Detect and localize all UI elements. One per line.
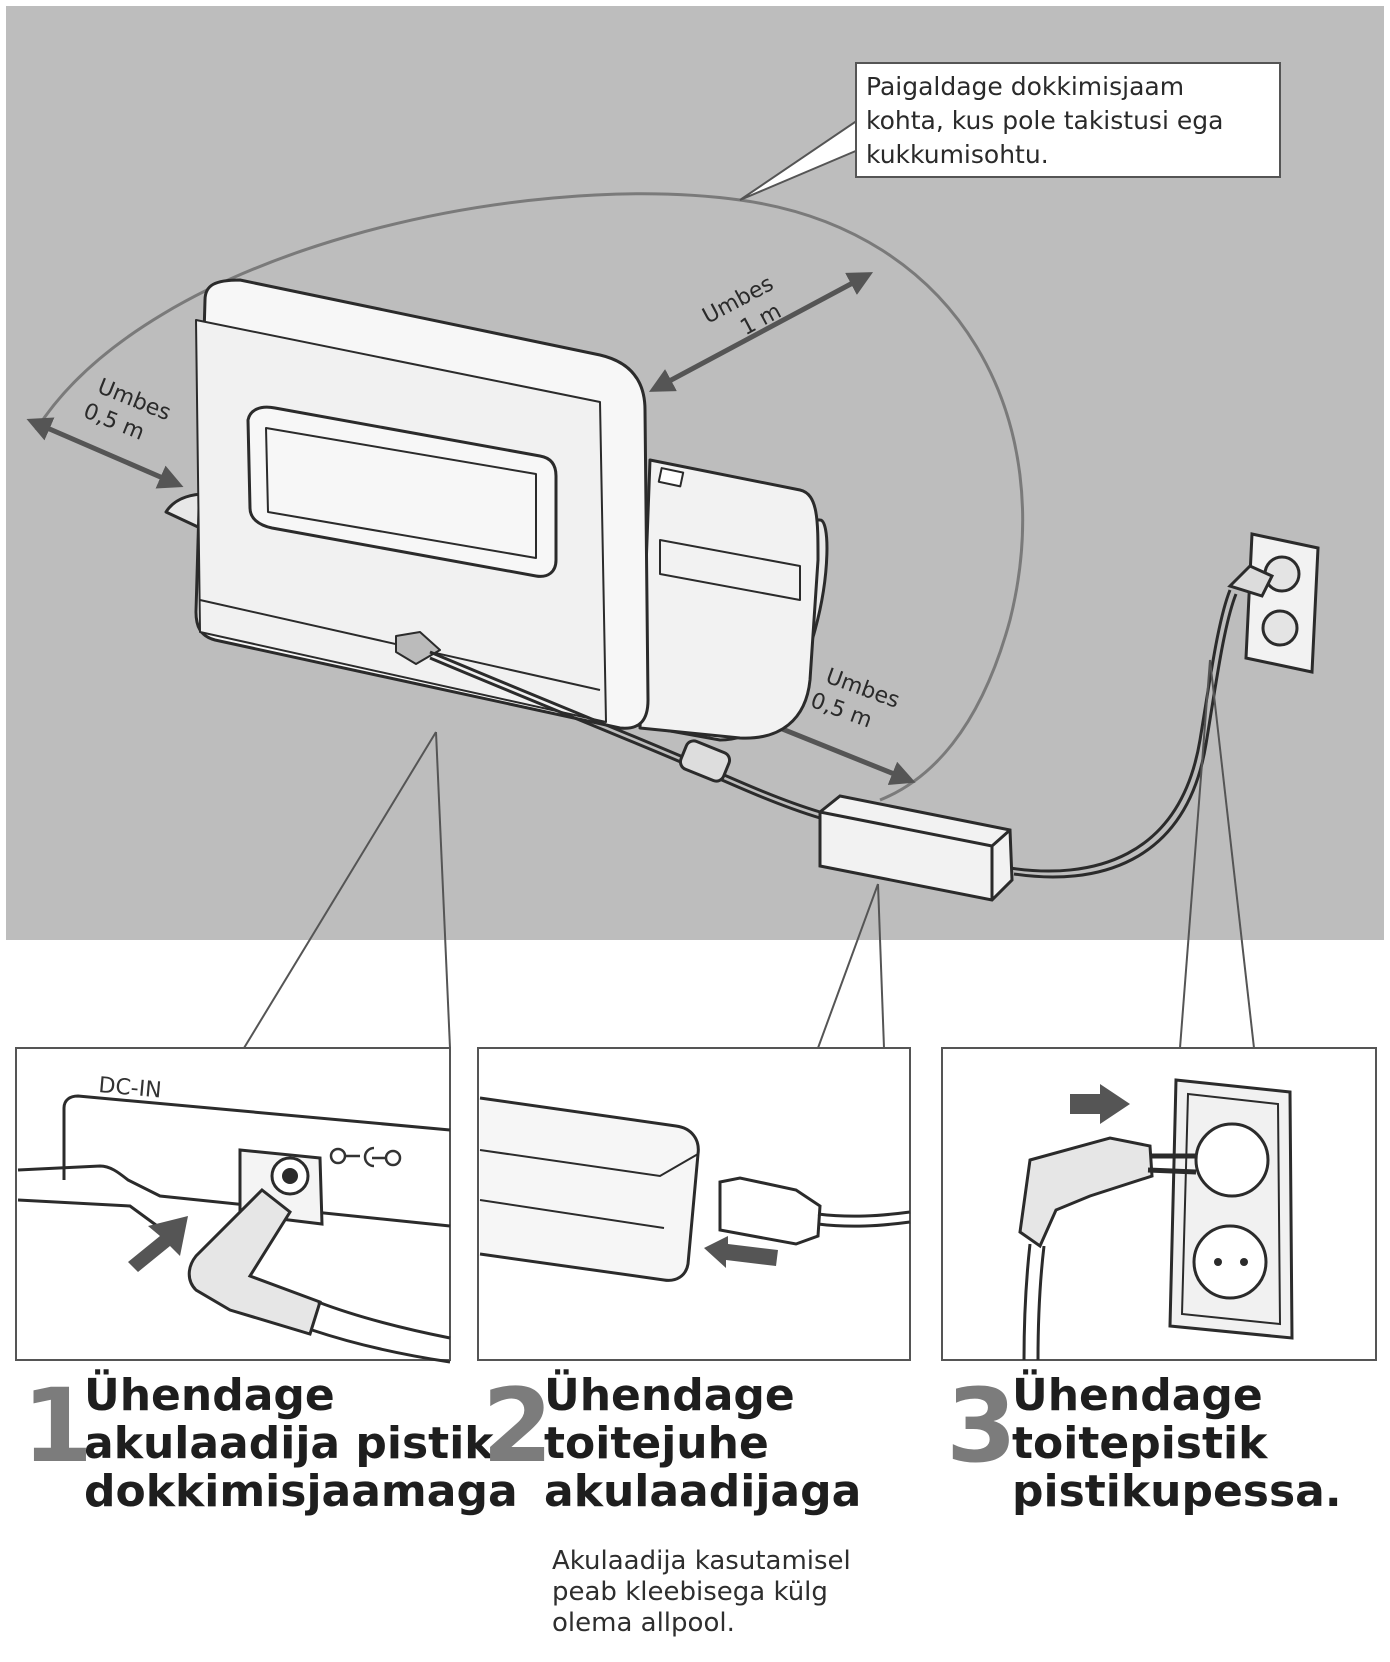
step-1-line-2: akulaadija pistik	[84, 1418, 494, 1469]
leader-lines	[243, 659, 1255, 1049]
charger-orientation-note: Akulaadija kasutamisel peab kleebisega k…	[552, 1546, 851, 1639]
step-3-line-1: Ühendage	[1012, 1370, 1263, 1421]
note-line-3: olema allpool.	[552, 1608, 735, 1638]
step-2-line-1: Ühendage	[544, 1370, 795, 1421]
note-line-1: Akulaadija kasutamisel	[552, 1546, 851, 1576]
step-2-line-3: akulaadijaga	[544, 1466, 862, 1517]
callout: Paigaldage dokkimisjaam kohta, kus pole …	[739, 62, 1281, 201]
step-1-line-3: dokkimisjaamaga	[84, 1466, 518, 1517]
panel-1: DC-IN	[15, 1047, 451, 1364]
step-1-text: Ühendage akulaadija pistik dokkimisjaama…	[84, 1372, 518, 1516]
step-3-number: 3	[946, 1367, 1017, 1486]
panel-2	[477, 1047, 911, 1361]
distance-arrow-left	[26, 417, 184, 489]
callout-line-2: kohta, kus pole takistusi ega	[866, 106, 1223, 135]
wall-socket	[1227, 532, 1320, 674]
step-3: 3 Ühendage toitepistik pistikupessa.	[946, 1372, 1376, 1572]
charger-adapter	[818, 794, 1014, 902]
insert-arrow-3	[1070, 1084, 1130, 1124]
step-3-text: Ühendage toitepistik pistikupessa.	[1012, 1372, 1342, 1516]
docking-station	[164, 278, 829, 742]
step-1-number: 1	[22, 1367, 93, 1486]
dc-in-label: DC-IN	[97, 1073, 162, 1103]
insert-arrow-1	[128, 1216, 188, 1272]
note-line-2: peab kleebisega külg	[552, 1577, 828, 1607]
step-2: 2 Ühendage toitejuhe akulaadijaga	[482, 1372, 902, 1572]
step-1: 1 Ühendage akulaadija pistik dokkimisjaa…	[22, 1367, 518, 1572]
clearance-arc	[34, 192, 1025, 802]
step-3-line-3: pistikupessa.	[1012, 1466, 1342, 1517]
wall-plug	[1018, 1136, 1154, 1249]
step-3-line-2: toitepistik	[1012, 1418, 1268, 1469]
callout-line-3: kukkumisohtu.	[866, 140, 1049, 169]
distance-arrow-top	[648, 272, 874, 392]
step-2-text: Ühendage toitejuhe akulaadijaga	[544, 1372, 861, 1516]
dc-plug	[187, 1187, 322, 1336]
panel-3	[941, 1047, 1377, 1361]
step-1-line-1: Ühendage	[84, 1370, 335, 1421]
dc-polarity-icon	[329, 1146, 402, 1168]
ferrite-bead	[678, 739, 732, 783]
step-2-number: 2	[482, 1367, 553, 1486]
power-cable	[429, 589, 1238, 879]
step-2-line-2: toitejuhe	[544, 1418, 769, 1469]
callout-line-1: Paigaldage dokkimisjaam	[866, 72, 1184, 101]
insert-arrow-2	[704, 1236, 778, 1268]
